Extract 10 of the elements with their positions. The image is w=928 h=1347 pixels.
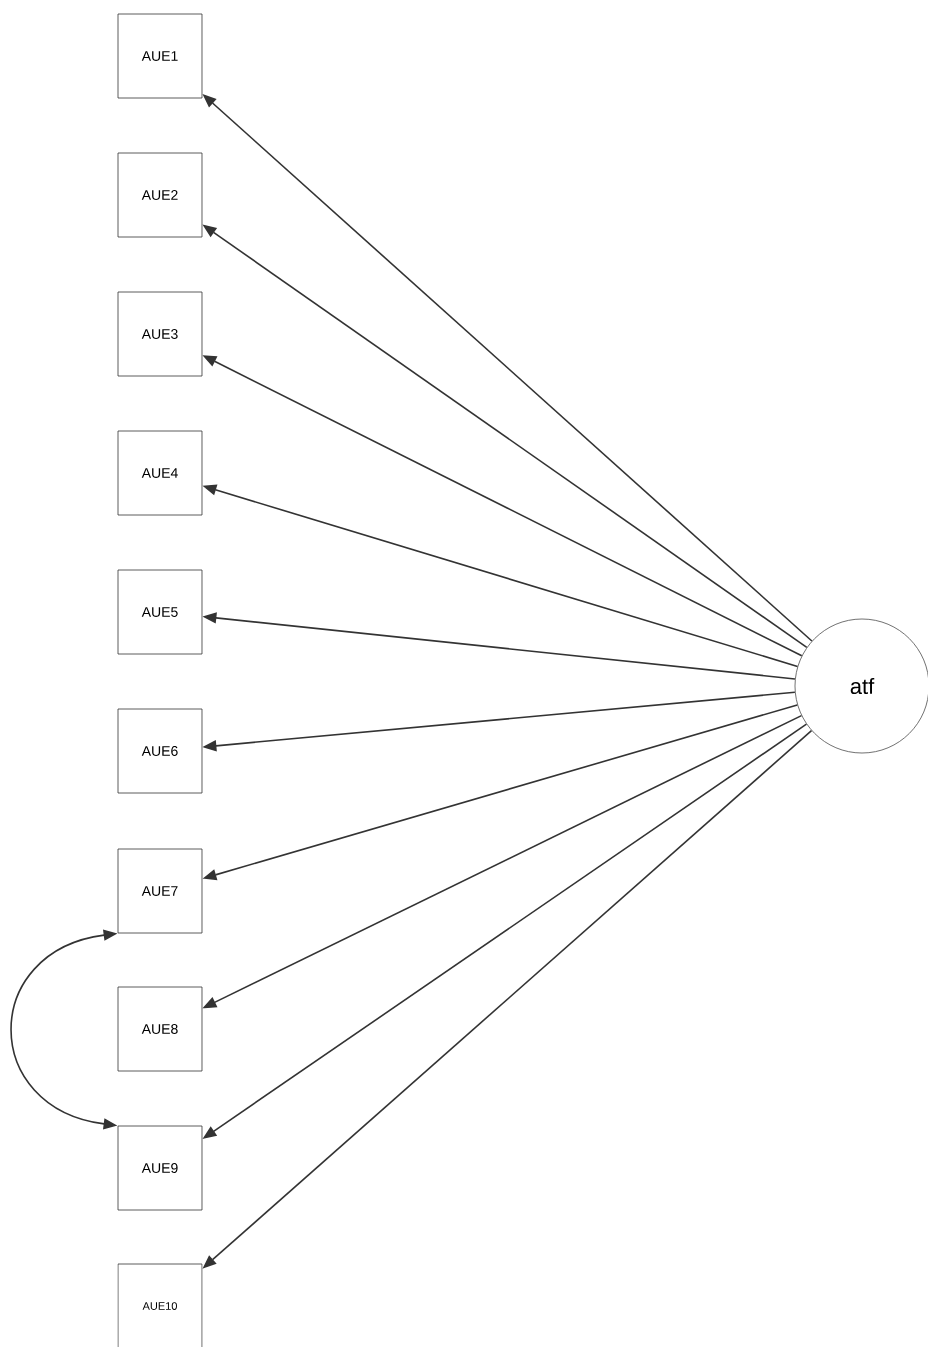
variable-box: AUE5 bbox=[117, 569, 203, 655]
variable-box: AUE3 bbox=[117, 291, 203, 377]
variable-box: AUE1 bbox=[117, 13, 203, 99]
variable-box: AUE6 bbox=[117, 708, 203, 794]
variable-box: AUE10 bbox=[117, 1263, 203, 1347]
variable-box: AUE9 bbox=[117, 1125, 203, 1211]
variable-box: AUE8 bbox=[117, 986, 203, 1072]
variable-box: AUE4 bbox=[117, 430, 203, 516]
variable-box: AUE2 bbox=[117, 152, 203, 238]
variable-box: AUE7 bbox=[117, 848, 203, 934]
